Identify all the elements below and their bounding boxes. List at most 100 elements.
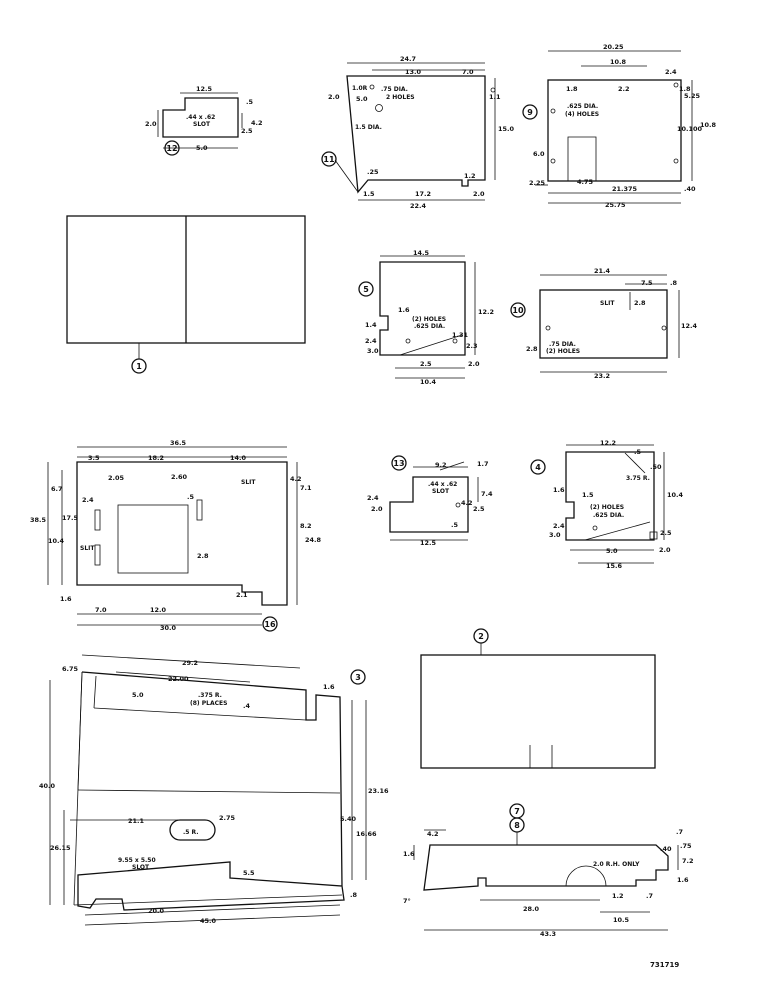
dim-11-d: 1.0R xyxy=(352,85,368,92)
note-10-holes: (2) HOLES xyxy=(546,348,580,355)
note-4-dia: .625 DIA. xyxy=(593,512,624,519)
dim-3-d: 5.0 xyxy=(132,691,144,699)
dim-16-j: 7.1 xyxy=(300,484,312,492)
dim-12-f: 5.0 xyxy=(196,144,208,152)
dim-9-b: 10.8 xyxy=(610,58,627,66)
dim-5-k: 12.2 xyxy=(478,308,494,316)
dim-12-d: 4.2 xyxy=(251,119,263,127)
dim-16-i: 2.4 xyxy=(82,496,94,504)
dim-16-g: 6.7 xyxy=(51,485,63,493)
part-5: 14.5 1.6 (2) HOLES .625 DIA. 1.4 2.4 3.0… xyxy=(358,249,494,386)
part-id-2: 2 xyxy=(478,632,484,641)
dim-3-g: 40.0 xyxy=(39,782,56,790)
dim-9-c: 2.4 xyxy=(665,68,677,76)
dim-3-q: 26.15 xyxy=(50,844,71,852)
dim-5-d: 2.4 xyxy=(365,337,377,345)
dim-9-i: 10.8 xyxy=(700,121,717,129)
dim-3-h: 23.16 xyxy=(368,787,389,795)
dim-8-l: 10.5 xyxy=(613,916,630,924)
note-16-slit-left: SLIT xyxy=(80,545,95,552)
note-3-places: (8) PLACES xyxy=(190,700,227,707)
dim-9-j: 6.0 xyxy=(533,150,545,158)
dim-13-a: 9.2 xyxy=(435,461,447,469)
part-id-4: 4 xyxy=(535,463,541,472)
dim-16-v: 30.0 xyxy=(160,624,177,632)
dim-9-e: 2.2 xyxy=(618,85,630,93)
dim-4-b: .5 xyxy=(634,448,641,456)
dim-16-p: 24.8 xyxy=(305,536,322,544)
part-16: 36.5 3.5 18.2 14.0 2.05 2.60 SLIT 6.7 4.… xyxy=(30,439,322,632)
dim-16-s: 7.0 xyxy=(95,606,107,614)
dim-16-r: 1.6 xyxy=(60,595,72,603)
dim-13-d: 7.4 xyxy=(481,490,493,498)
part-id-9: 9 xyxy=(527,108,533,117)
dim-8-c: 7° xyxy=(403,897,411,905)
dim-4-a: 12.2 xyxy=(600,439,616,447)
part-1: 1 xyxy=(66,215,306,374)
dim-13-e: 2.0 xyxy=(371,505,383,513)
note-9-holes: (4) HOLES xyxy=(565,111,599,118)
dim-10-b: 7.5 xyxy=(641,279,653,287)
dim-8-k: 28.0 xyxy=(523,905,540,913)
dim-8-a: 4.2 xyxy=(427,830,439,838)
dim-16-c: 18.2 xyxy=(148,454,164,462)
dim-5-a: 14.5 xyxy=(413,249,430,257)
note-3-slot: 9.55 x 5.50 xyxy=(118,857,156,864)
dim-3-k: 5.40 xyxy=(340,815,357,823)
part-id-12: 12 xyxy=(166,144,177,153)
dim-9-d: 1.8 xyxy=(566,85,578,93)
dim-3-e: .4 xyxy=(243,702,250,710)
dim-5-g: 2.3 xyxy=(466,342,478,350)
dim-5-f: 1.31 xyxy=(452,331,469,339)
dim-16-e: 2.05 xyxy=(108,474,125,482)
dim-4-g: 3.0 xyxy=(549,531,561,539)
dim-11-h: 15.0 xyxy=(498,125,515,133)
part-13: 9.2 1.7 .44 x .62 SLOT 2.4 7.4 2.0 4.2 2… xyxy=(367,455,493,547)
note-5-dia: .625 DIA. xyxy=(414,323,445,330)
dim-3-n: 20.0 xyxy=(148,907,165,915)
dim-11-i: .25 xyxy=(367,168,379,176)
part-7-8: 4.2 1.6 7° 2.0 R.H. ONLY .40 .7 .75 7.2 … xyxy=(403,803,694,938)
dim-4-l: 15.6 xyxy=(606,562,623,570)
note-11-holes: 2 HOLES xyxy=(386,94,415,101)
drawing-number: 731719 xyxy=(650,961,679,969)
part-4: 12.2 .5 .50 3.75 R. 1.6 1.5 (2) HOLES .6… xyxy=(530,439,684,570)
dim-3-i: 2.75 xyxy=(219,814,236,822)
dim-3-m: 5.5 xyxy=(243,869,255,877)
dim-10-g: 23.2 xyxy=(594,372,610,380)
part-12: 12.5 .5 2.0 .44 x .62 SLOT 4.2 2.5 5.0 1… xyxy=(145,85,263,156)
dim-3-f: 1.6 xyxy=(323,683,335,691)
dim-9-n: .40 xyxy=(684,185,696,193)
part-id-8: 8 xyxy=(514,821,520,830)
dim-12-a: 12.5 xyxy=(196,85,213,93)
part-3: 6.75 29.2 22.00 5.0 .375 R. (8) PLACES .… xyxy=(39,654,389,926)
dim-4-k: 2.0 xyxy=(659,546,671,554)
dim-4-j: 2.5 xyxy=(660,529,672,537)
dim-5-c: 1.4 xyxy=(365,321,377,329)
part-10: 21.4 7.5 .8 SLIT 2.8 .75 DIA. (2) HOLES … xyxy=(510,267,698,380)
dim-16-m: .5 xyxy=(187,493,194,501)
note-8-rh: 2.0 R.H. ONLY xyxy=(593,861,640,868)
dim-3-b: 29.2 xyxy=(182,659,198,667)
part-2: 2 xyxy=(420,628,656,769)
dim-11-l: 17.2 xyxy=(415,190,431,198)
dim-16-n: 10.4 xyxy=(48,537,65,545)
dim-16-l: 17.5 xyxy=(62,514,79,522)
part-id-1: 1 xyxy=(136,362,142,371)
part-id-10: 10 xyxy=(512,306,524,315)
dim-9-a: 20.25 xyxy=(603,43,624,51)
dim-10-c: .8 xyxy=(670,279,677,287)
note-4-holes: (2) HOLES xyxy=(590,504,624,511)
dim-13-c: 2.4 xyxy=(367,494,379,502)
dim-4-h: 5.0 xyxy=(606,547,618,555)
dim-3-j: 21.1 xyxy=(128,817,145,825)
dim-9-l: 2.25 xyxy=(529,179,546,187)
part-id-11: 11 xyxy=(323,155,335,164)
dim-3-o: 45.0 xyxy=(200,917,217,925)
note-12-slot-label: SLOT xyxy=(193,121,211,128)
dim-8-h: 1.6 xyxy=(677,876,689,884)
part-id-7: 7 xyxy=(514,807,520,816)
dim-8-j: .7 xyxy=(646,892,653,900)
dim-13-g: 2.5 xyxy=(473,505,485,513)
